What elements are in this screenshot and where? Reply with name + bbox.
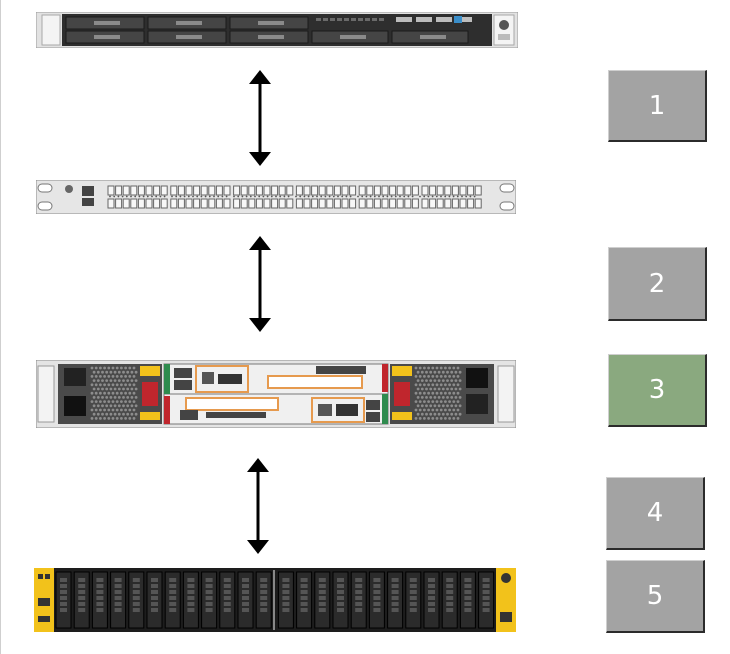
step-label: 5 (646, 581, 664, 611)
controller-rear-icon (36, 360, 516, 428)
switch-ports-icon (36, 180, 516, 214)
step-label: 3 (648, 375, 666, 405)
step-label: 1 (648, 90, 666, 121)
arrow-link-3 (244, 458, 272, 554)
server-1u (36, 12, 518, 48)
step-box-2: 2 (608, 247, 707, 321)
step-box-4: 4 (606, 477, 705, 550)
storage-controller-2u (36, 360, 516, 428)
drive-bays-icon (34, 568, 516, 632)
disk-enclosure-2u (34, 568, 516, 632)
step-label: 2 (648, 268, 666, 299)
step-box-3: 3 (608, 354, 707, 427)
step-box-1: 1 (608, 70, 707, 142)
network-switch (36, 180, 516, 214)
arrow-link-2 (246, 236, 274, 332)
server-front-icon (36, 12, 518, 48)
arrow-link-1 (246, 70, 274, 166)
left-edge-line (0, 0, 1, 654)
step-box-5: 5 (606, 560, 705, 633)
step-label: 4 (646, 498, 664, 528)
